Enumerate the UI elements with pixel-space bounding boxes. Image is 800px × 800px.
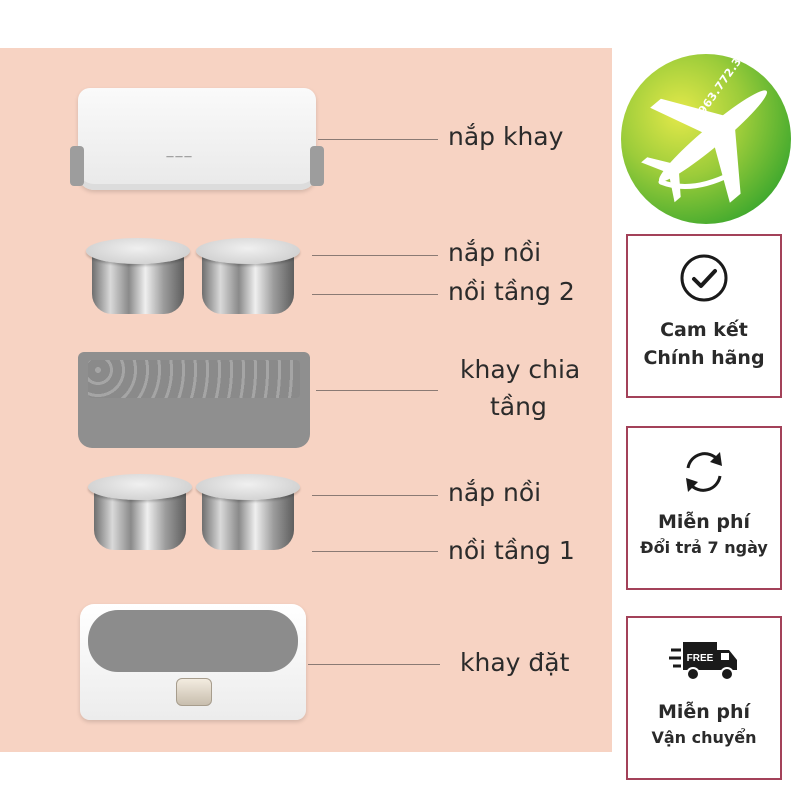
label-base-tray: khay đặt	[460, 648, 570, 677]
leader-line-divider	[316, 390, 438, 391]
badge-genuine: Cam kết Chính hãng	[626, 234, 782, 398]
badge-return-line1: Miễn phí	[657, 511, 751, 533]
truck-free-text: FREE	[687, 653, 714, 664]
label-pot-lid-bottom: nắp nồi	[448, 478, 542, 507]
label-pot-level1: nồi tầng 1	[448, 536, 575, 565]
badge-return-line2: Đổi trả 7 ngày	[640, 538, 768, 557]
steam-holes	[88, 360, 300, 398]
pot-level1-right	[196, 474, 300, 552]
label-pot-level2: nồi tầng 2	[448, 277, 575, 306]
label-lid: nắp khay	[448, 122, 564, 151]
brand-mark: ———	[166, 152, 193, 161]
leader-line-pot-lid-top	[312, 255, 438, 256]
badge-genuine-line2: Chính hãng	[643, 347, 765, 369]
badge-shipping-line2: Vận chuyển	[651, 728, 757, 747]
badge-free-return: Miễn phí Đổi trả 7 ngày	[626, 426, 782, 590]
pot-lid	[88, 474, 192, 500]
lid-clip-left	[70, 146, 84, 186]
label-pot-lid-top: nắp nồi	[448, 238, 542, 267]
label-divider-line1: khay chia	[460, 355, 581, 384]
pot-lid	[196, 238, 300, 264]
leader-line-pot-level1	[312, 551, 438, 552]
leader-line-pot-lid-bottom	[312, 495, 438, 496]
airplane-icon	[641, 90, 768, 203]
leader-line-base	[308, 664, 440, 665]
badge-free-shipping: FREE Miễn phí Vận chuyển	[626, 616, 782, 780]
shop-logo: 0963.772.315	[621, 54, 791, 224]
leader-line-lid	[318, 139, 438, 140]
pot-level2-right	[196, 238, 300, 316]
refresh-arrows-icon	[686, 452, 722, 492]
badge-genuine-line1: Cam kết	[660, 319, 748, 341]
leader-line-pot-level2	[312, 294, 438, 295]
pot-level1-left	[88, 474, 192, 552]
divider-tray-image	[78, 352, 310, 448]
pot-lid	[86, 238, 190, 264]
base-well	[88, 610, 298, 672]
check-circle-icon	[680, 254, 728, 302]
tray-lid-image: ———	[70, 88, 324, 190]
label-divider-line2: tầng	[490, 392, 547, 421]
pot-lid	[196, 474, 300, 500]
badge-shipping-line1: Miễn phí	[657, 701, 751, 723]
base-tray-image	[80, 604, 306, 720]
pot-level2-left	[86, 238, 190, 316]
delivery-truck-icon: FREE	[669, 642, 737, 681]
lid-clip-right	[310, 146, 324, 186]
base-switch-knob	[176, 678, 212, 706]
